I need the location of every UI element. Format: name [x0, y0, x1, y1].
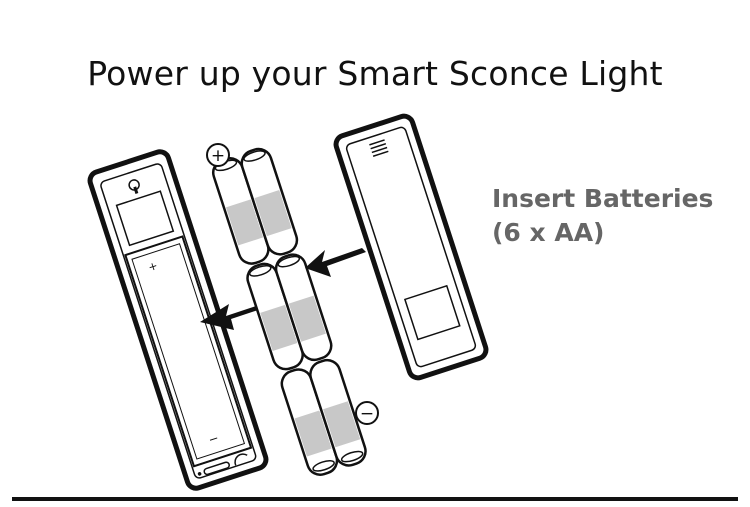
- insert-arrow-left: [200, 302, 273, 330]
- instruction-line-2: (6 x AA): [492, 218, 605, 247]
- instruction-text: Insert Batteries (6 x AA): [492, 182, 713, 250]
- bottom-divider: [12, 497, 738, 501]
- sconce-light-body: + −: [87, 149, 273, 491]
- positive-polarity-icon: +: [206, 143, 230, 167]
- instruction-line-1: Insert Batteries: [492, 184, 714, 213]
- grip-lines-icon: [369, 139, 389, 157]
- negative-polarity-icon: −: [355, 401, 379, 425]
- compartment-minus-label: −: [207, 431, 221, 447]
- battery-cover: [305, 113, 489, 381]
- svg-text:−: −: [360, 404, 374, 424]
- aa-batteries: [211, 147, 367, 476]
- keyhole-icon: [128, 179, 140, 194]
- insert-arrow-middle: [305, 248, 366, 277]
- compartment-plus-label: +: [147, 259, 160, 274]
- svg-text:+: +: [211, 146, 225, 166]
- page-title: Power up your Smart Sconce Light: [87, 54, 663, 93]
